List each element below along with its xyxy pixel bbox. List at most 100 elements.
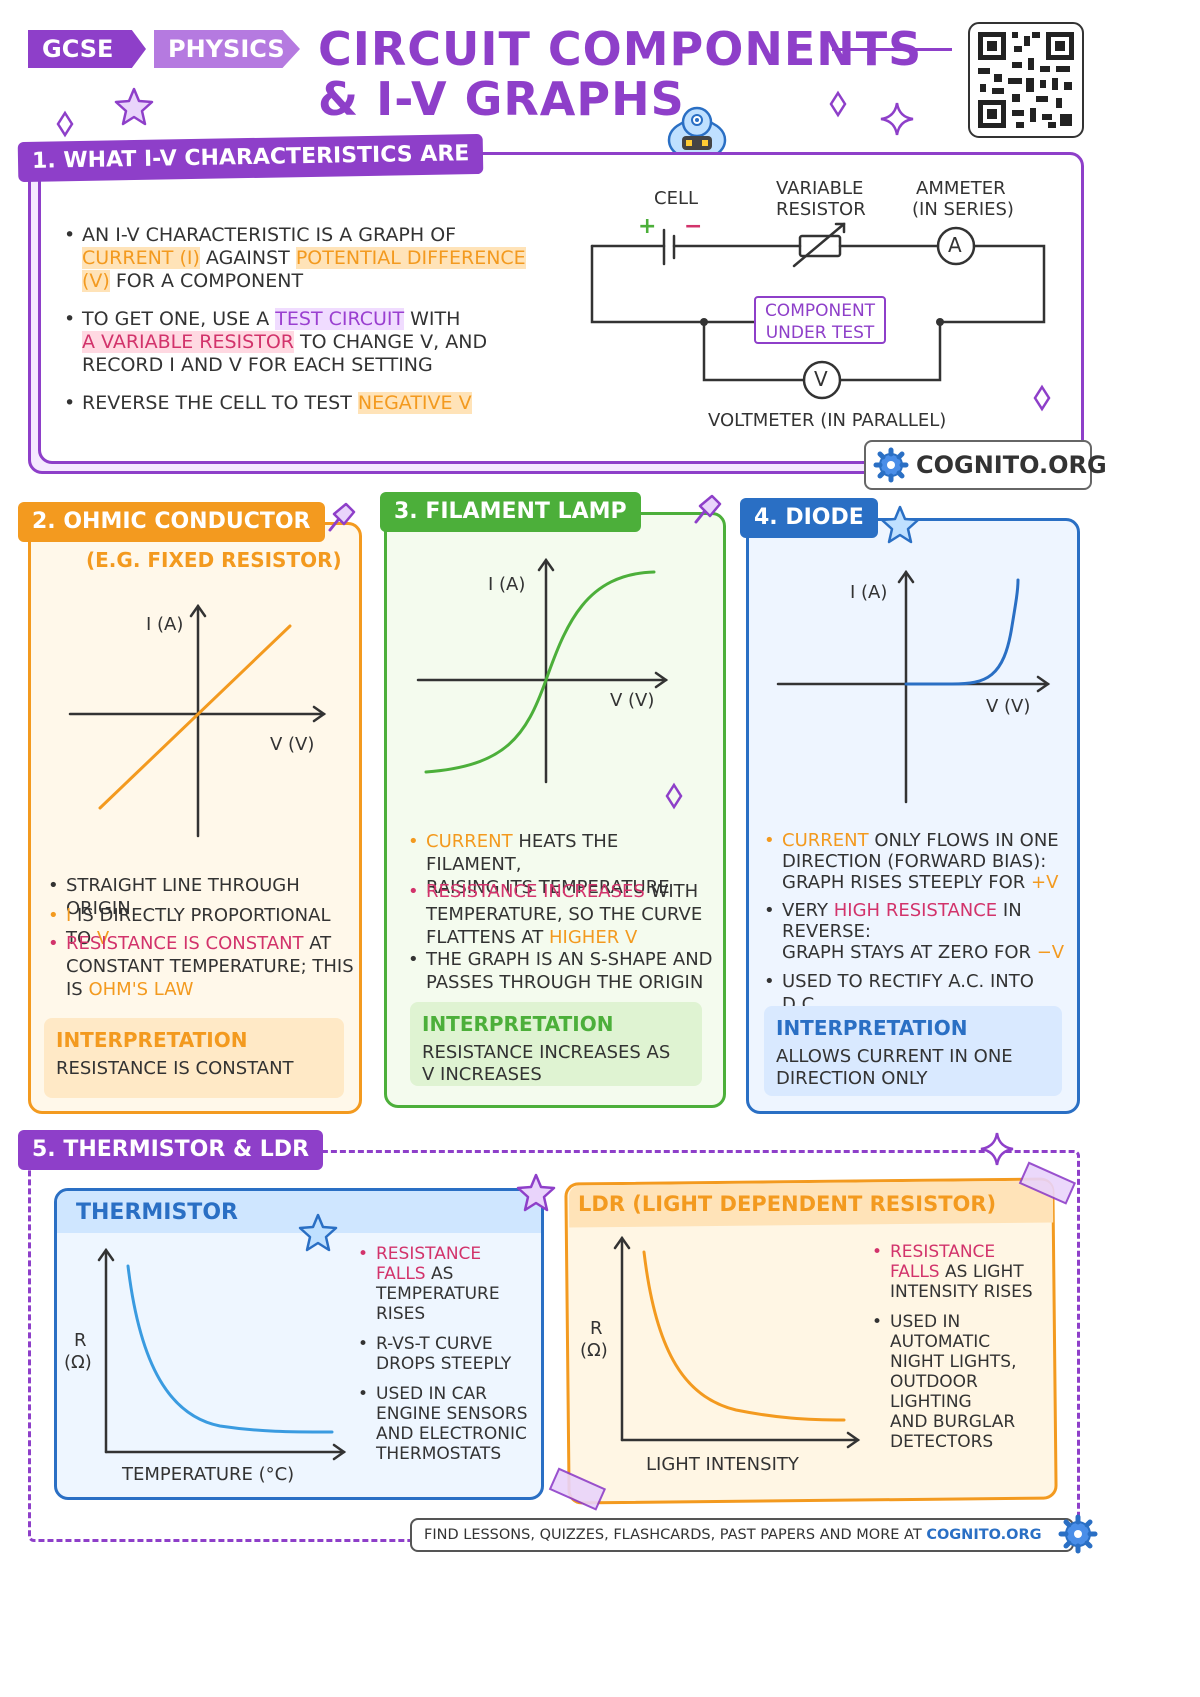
tape-icon	[548, 1467, 607, 1511]
section2-tag: 2. OHMIC CONDUCTOR	[18, 502, 325, 542]
pushpin-icon	[694, 494, 722, 524]
diamond-icon	[56, 110, 74, 138]
ldr-ylabel-1: R	[590, 1318, 603, 1339]
s2-bullet-3: •RESISTANCE IS CONSTANT AT CONSTANT TEMP…	[48, 933, 354, 1000]
s2-interp-head: INTERPRETATION	[56, 1028, 248, 1052]
thermistor-header-band	[57, 1191, 541, 1233]
thermistor-xlabel: TEMPERATURE (°C)	[122, 1464, 295, 1485]
cell-label: CELL	[654, 188, 698, 209]
component-label-2: UNDER TEST	[765, 323, 875, 343]
diamond-icon	[829, 90, 847, 118]
tape-icon	[1018, 1161, 1077, 1205]
thermistor-graph	[97, 1247, 347, 1461]
thermistor-bullet-3: •USED IN CAR ENGINE SENSORS AND ELECTRON…	[358, 1384, 528, 1464]
ldr-head: LDR (LIGHT DEPENDENT RESISTOR)	[578, 1192, 997, 1216]
s2-xlabel: V (V)	[270, 734, 315, 755]
component-under-test: COMPONENT UNDER TEST	[754, 296, 886, 344]
s2-interpretation: INTERPRETATION RESISTANCE IS CONSTANT	[44, 1018, 344, 1098]
ammeter-label-2: (IN SERIES)	[912, 199, 1014, 220]
voltmeter-symbol: V	[814, 367, 828, 391]
s3-bullet-2: •RESISTANCE INCREASES WITH TEMPERATURE, …	[408, 881, 703, 948]
thermistor-ylabel-1: R	[74, 1330, 87, 1351]
physics-tag: PHYSICS	[154, 30, 300, 68]
thermistor-ylabel-2: (Ω)	[64, 1352, 92, 1373]
section3-tag: 3. FILAMENT LAMP	[380, 492, 641, 532]
thermistor-bullet-2: •R-VS-T CURVE DROPS STEEPLY	[358, 1334, 512, 1374]
variable-resistor-label-1: VARIABLE	[776, 178, 864, 199]
diamond-icon	[665, 782, 683, 810]
s3-interp-body-1: RESISTANCE INCREASES AS	[422, 1042, 671, 1063]
footer-link[interactable]: COGNITO.ORG	[926, 1527, 1042, 1543]
variable-resistor-label-2: RESISTOR	[776, 199, 866, 220]
ldr-ylabel-2: (Ω)	[580, 1340, 608, 1361]
thermistor-panel	[54, 1188, 544, 1500]
s2-ylabel: I (A)	[146, 614, 184, 635]
section5-tag: 5. THERMISTOR & LDR	[18, 1130, 324, 1170]
s4-xlabel: V (V)	[986, 696, 1031, 717]
ldr-curve	[642, 1250, 846, 1422]
s4-ylabel: I (A)	[850, 582, 888, 603]
s3-bullet-3: •THE GRAPH IS AN S-SHAPE AND PASSES THRO…	[408, 949, 713, 993]
s4-interp-body-1: ALLOWS CURRENT IN ONE	[776, 1046, 1013, 1067]
footer-text: FIND LESSONS, QUIZZES, FLASHCARDS, PAST …	[424, 1527, 927, 1543]
section4-tag: 4. DIODE	[740, 498, 878, 538]
filament-curve	[424, 570, 656, 774]
ldr-bullet-2: •USED IN AUTOMATIC NIGHT LIGHTS, OUTDOOR…	[872, 1312, 1017, 1452]
sparkle-icon	[980, 1132, 1014, 1166]
star-icon	[298, 1213, 338, 1252]
s1-bullet-3: •REVERSE THE CELL TO TEST NEGATIVE V	[64, 392, 472, 414]
test-circuit-diagram	[590, 222, 1046, 400]
mascot-icon	[667, 106, 727, 162]
s4-bullet-2: •VERY HIGH RESISTANCE IN REVERSE: GRAPH …	[764, 900, 1065, 963]
diamond-icon	[1033, 384, 1051, 412]
section1-tag: 1. WHAT I-V CHARACTERISTICS ARE	[17, 133, 484, 183]
s3-interpretation: INTERPRETATION RESISTANCE INCREASES AS V…	[410, 1002, 702, 1086]
thermistor-curve	[126, 1264, 334, 1434]
s2-interp-body: RESISTANCE IS CONSTANT	[56, 1058, 294, 1079]
star-icon	[516, 1173, 556, 1212]
thermistor-head: THERMISTOR	[76, 1200, 238, 1225]
ldr-graph	[613, 1235, 861, 1449]
gear-icon	[1058, 1514, 1098, 1554]
ammeter-symbol: A	[948, 233, 962, 257]
cognito-brand-badge[interactable]: COGNITO.ORG	[864, 440, 1107, 490]
ldr-bullet-1: •RESISTANCE FALLS AS LIGHT INTENSITY RIS…	[872, 1242, 1033, 1302]
thermistor-bullet-1: •RESISTANCE FALLS AS TEMPERATURE RISES	[358, 1244, 500, 1324]
section1-box	[38, 152, 1084, 464]
cognito-brand-text: COGNITO.ORG	[916, 451, 1107, 479]
ldr-xlabel: LIGHT INTENSITY	[646, 1454, 799, 1475]
s3-interp-body-2: V INCREASES	[422, 1064, 542, 1085]
diode-curve	[904, 578, 1020, 686]
page-title-line2: & I-V GRAPHS	[318, 72, 685, 126]
s4-interp-head: INTERPRETATION	[776, 1016, 968, 1040]
star-icon	[880, 505, 920, 544]
s1-bullet-1: •AN I-V CHARACTERISTIC IS A GRAPH OF CUR…	[64, 224, 526, 292]
pushpin-icon	[328, 502, 356, 532]
s3-bullet-1: •CURRENT HEATS THE FILAMENT, RAISING ITS…	[408, 831, 670, 898]
component-label-1: COMPONENT	[764, 301, 876, 321]
section2-box	[28, 522, 362, 1114]
gcse-tag: GCSE	[28, 30, 146, 68]
s2-bullet-1: •STRAIGHT LINE THROUGH ORIGIN	[48, 875, 300, 919]
s4-bullet-1: •CURRENT ONLY FLOWS IN ONE DIRECTION (FO…	[764, 830, 1059, 893]
qr-code-icon[interactable]	[968, 22, 1084, 138]
cell-plus: +	[638, 214, 657, 239]
ammeter-label-1: AMMETER	[916, 178, 1006, 199]
s3-ylabel: I (A)	[488, 574, 526, 595]
s4-interpretation: INTERPRETATION ALLOWS CURRENT IN ONE DIR…	[764, 1006, 1062, 1096]
s4-bullet-3: •USED TO RECTIFY A.C. INTO D.C.	[764, 971, 1034, 1015]
voltmeter-label: VOLTMETER (IN PARALLEL)	[708, 410, 947, 431]
ohmic-line	[98, 624, 292, 810]
section2-subtitle: (E.G. FIXED RESISTOR)	[86, 548, 342, 572]
page-title-line1: CIRCUIT COMPONENTS	[318, 22, 923, 76]
star-icon	[114, 87, 154, 126]
s3-interp-head: INTERPRETATION	[422, 1012, 614, 1036]
sparkle-icon	[880, 102, 914, 136]
title-rule	[832, 48, 952, 51]
gear-icon	[873, 447, 909, 483]
s4-interp-body-2: DIRECTION ONLY	[776, 1068, 928, 1089]
s1-bullet-2: •TO GET ONE, USE A TEST CIRCUIT WITH A V…	[64, 308, 488, 376]
footer-bar: FIND LESSONS, QUIZZES, FLASHCARDS, PAST …	[410, 1518, 1074, 1552]
cell-minus: −	[684, 214, 703, 239]
s3-xlabel: V (V)	[610, 690, 655, 711]
